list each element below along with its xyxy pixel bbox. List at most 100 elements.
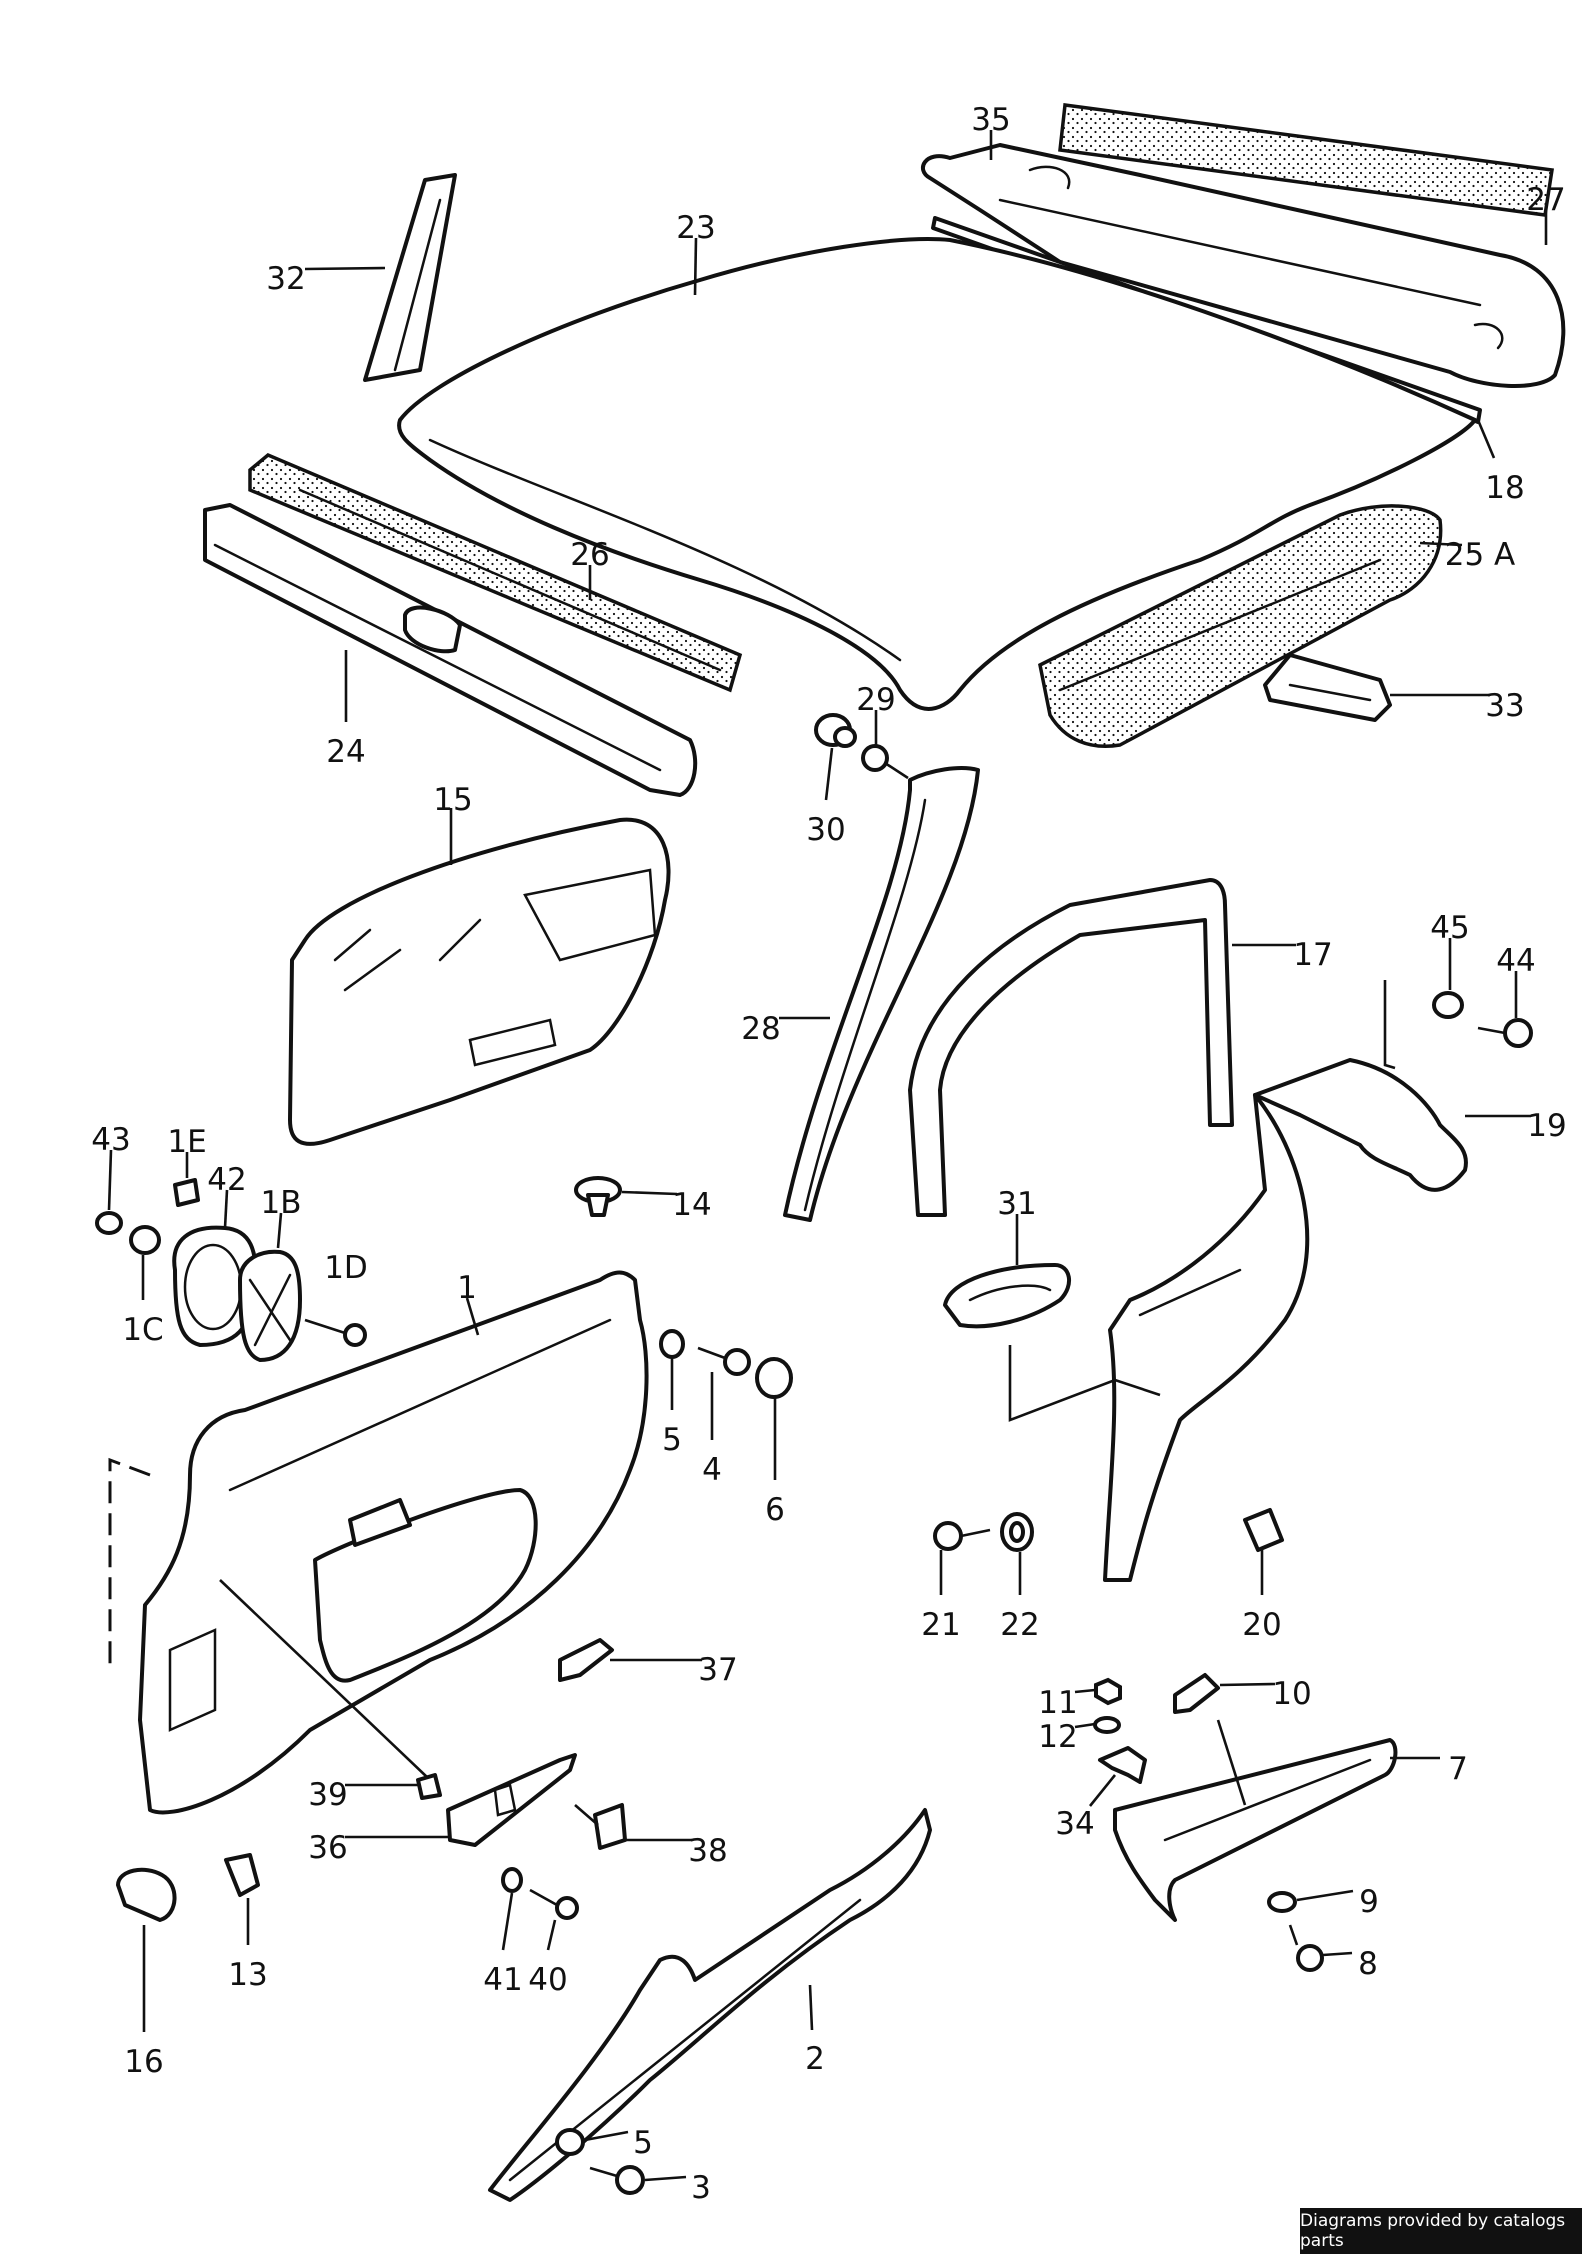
part-38-clip (574, 1803, 627, 1850)
callout-label-34: 34 (1055, 1806, 1094, 1842)
part-36-reinforcement (446, 1753, 577, 1847)
callout-label-16: 16 (124, 2044, 163, 2080)
part-43-washer (95, 1211, 123, 1235)
part-7-sill-trim-right (1113, 1738, 1398, 1922)
leader-line-41 (501, 1892, 514, 1951)
part-6-plug (755, 1357, 793, 1399)
leader-line-10 (1219, 1682, 1276, 1687)
callout-label-6: 6 (765, 1492, 785, 1528)
leader-line-2 (808, 1984, 814, 2031)
callout-label-3: 3 (691, 2170, 711, 2206)
callout-label-12: 12 (1038, 1719, 1077, 1755)
callout-label-28: 28 (741, 1011, 780, 1047)
callout-label-35: 35 (971, 102, 1010, 138)
leader-line-3 (644, 2175, 687, 2182)
leader-line-18 (1476, 419, 1496, 459)
callout-label-37: 37 (698, 1652, 737, 1688)
part-22-grommet (1000, 1512, 1034, 1552)
leader-line-32 (304, 266, 386, 271)
callout-label-43: 43 (91, 1122, 130, 1158)
part-24-header-rail (203, 503, 698, 797)
callout-label-5b: 5 (633, 2125, 653, 2161)
part-1b-speaker (238, 1249, 302, 1362)
callout-label-38: 38 (688, 1833, 727, 1869)
callout-label-19: 19 (1527, 1108, 1566, 1144)
leader-45-washer (1383, 980, 1396, 1070)
part-17-window-frame (908, 878, 1234, 1217)
leader-line-1b (276, 1212, 283, 1249)
part-41-washer (501, 1867, 523, 1893)
leader-line-40 (546, 1919, 557, 1951)
part-15-window-glass (288, 817, 671, 1146)
callout-label-13: 13 (228, 1957, 267, 1993)
part-40-screw (529, 1888, 579, 1920)
callout-label-1d: 1D (324, 1250, 368, 1286)
callout-label-31: 31 (997, 1186, 1036, 1222)
callout-layer: 11B1C1D1E2345567891011121314151617181920… (91, 102, 1566, 2206)
part-35-rear-roof-trim (920, 143, 1566, 389)
callout-label-2: 2 (805, 2041, 825, 2077)
callout-label-1b: 1B (261, 1185, 302, 1221)
part-13-clip (224, 1853, 260, 1897)
callout-label-40: 40 (528, 1962, 567, 1998)
leader-line-14 (621, 1190, 678, 1196)
leader-line-1 (465, 1297, 480, 1336)
part-31-handle-housing (943, 1263, 1071, 1329)
part-1c-bushing (129, 1225, 161, 1255)
part-5-washer-lower (555, 2128, 585, 2156)
callout-label-26: 26 (570, 537, 609, 573)
part-37-bracket (558, 1638, 614, 1682)
callout-label-33: 33 (1485, 688, 1524, 724)
leader-line-30 (824, 747, 834, 801)
part-32-a-pillar-trim (363, 173, 457, 382)
part-16-clip (116, 1867, 177, 1922)
part-11-nut (1094, 1677, 1122, 1706)
callout-label-32: 32 (266, 261, 305, 297)
part-12-washer (1093, 1716, 1121, 1734)
leader-31-housing (1008, 1345, 1161, 1422)
part-30-cap (814, 713, 857, 748)
callout-label-15: 15 (433, 782, 472, 818)
part-45-washer (1432, 991, 1464, 1019)
part-8-screw (1288, 1924, 1324, 1972)
leader-line-34 (1088, 1774, 1117, 1807)
part-19-quarter-trim-upper (1253, 1058, 1468, 1192)
callout-label-42: 42 (207, 1162, 246, 1198)
callout-label-41: 41 (483, 1962, 522, 1998)
callout-label-29: 29 (856, 682, 895, 718)
callout-label-23: 23 (676, 210, 715, 246)
part-44-screw (1477, 1018, 1533, 1048)
callout-label-17: 17 (1293, 937, 1332, 973)
part-4-screw (697, 1346, 751, 1376)
leader-line-9 (1296, 1889, 1354, 1902)
part-3-screw (589, 2165, 645, 2195)
part-20-clip (1243, 1508, 1284, 1552)
callout-label-30: 30 (806, 812, 845, 848)
callout-label-44: 44 (1496, 943, 1535, 979)
part-10-clip (1173, 1673, 1247, 1806)
callout-label-14: 14 (672, 1187, 711, 1223)
callout-label-39: 39 (308, 1777, 347, 1813)
part-21-screw (933, 1521, 991, 1551)
callout-label-5a: 5 (662, 1422, 682, 1458)
part-1d-screw (304, 1318, 367, 1347)
callout-label-10: 10 (1272, 1676, 1311, 1712)
leader-line-8 (1322, 1951, 1353, 1957)
leader-line-42 (223, 1189, 229, 1229)
leader-line-11 (1074, 1688, 1096, 1694)
callout-label-18: 18 (1485, 470, 1524, 506)
callout-label-1c: 1C (122, 1312, 163, 1348)
callout-label-20: 20 (1242, 1607, 1281, 1643)
callout-label-7: 7 (1448, 1751, 1468, 1787)
credit-banner: Diagrams provided by catalogs parts (1300, 2208, 1582, 2254)
callout-label-27: 27 (1526, 182, 1565, 218)
part-5-washer (659, 1329, 685, 1359)
callout-label-9: 9 (1359, 1884, 1379, 1920)
part-1e-clip (173, 1178, 200, 1207)
leader-line-23 (693, 237, 698, 296)
callout-label-11: 11 (1038, 1685, 1077, 1721)
part-quarter-trim-panel (1103, 1093, 1310, 1582)
callout-label-1: 1 (457, 1270, 477, 1306)
callout-label-25a: 25 A (1445, 537, 1516, 573)
